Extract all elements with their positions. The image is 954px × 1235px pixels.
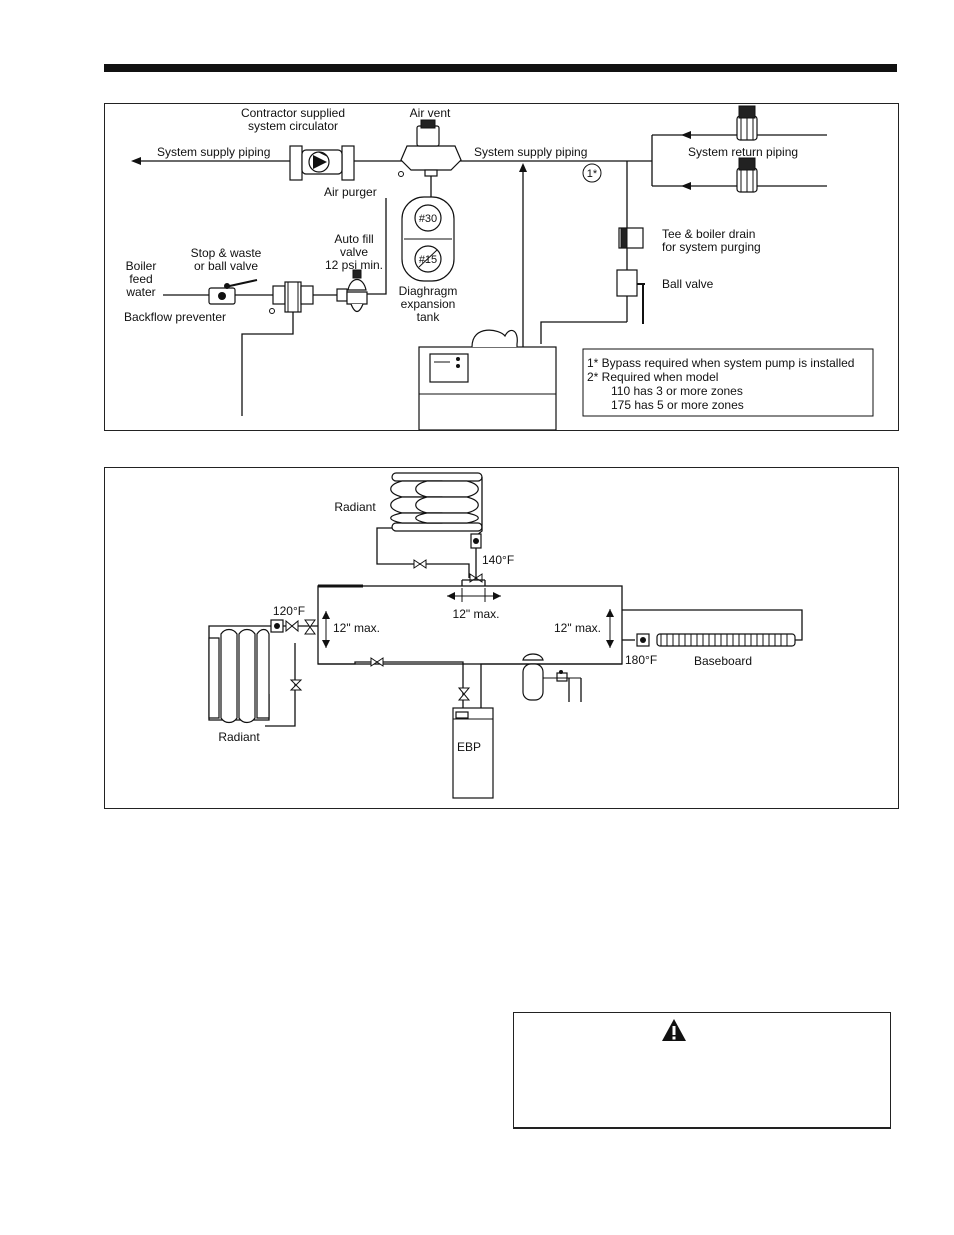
- zone-valve-upper-icon: [736, 105, 758, 141]
- note-line-4: 175 has 5 or more zones: [611, 398, 744, 412]
- stop-waste-valve-icon: [208, 279, 258, 305]
- ball-valve-label: Ball valve: [662, 277, 714, 291]
- note-line-1: 1* Bypass required when system pump is i…: [587, 356, 854, 370]
- backflow-label: Backflow preventer: [124, 310, 226, 324]
- auto-fill-label-line1: Auto fill: [334, 232, 373, 246]
- radiant-left-valve-icon: [289, 679, 303, 691]
- auto-fill-label-line3: 12 psi min.: [325, 258, 383, 272]
- warning-box: [513, 1012, 891, 1129]
- air-purger-label: Air purger: [324, 185, 377, 199]
- auto-fill-label-line2: valve: [340, 245, 368, 259]
- zone-valve-lower-icon: [736, 157, 758, 193]
- return-piping-label: System return piping: [688, 145, 798, 159]
- bypass-marker-label: 1*: [587, 168, 598, 180]
- temp-120-label: 120°F: [273, 604, 305, 618]
- supply-left-label: System supply piping: [157, 145, 270, 159]
- baseboard-fin-icon: [656, 633, 796, 647]
- note-line-2: 2* Required when model: [587, 370, 718, 384]
- system-circulator-icon: [289, 145, 355, 181]
- header-rule: [104, 64, 897, 72]
- tank-15-label: #15: [419, 254, 437, 266]
- radiant-left-pump-icon: [270, 619, 284, 633]
- supply-arrow-left: [131, 157, 141, 165]
- supply-mid-label: System supply piping: [474, 145, 587, 159]
- tee-drain-label-line2: for system purging: [662, 240, 761, 254]
- primary-loop: [317, 585, 623, 665]
- tank-label-line3: tank: [417, 310, 441, 324]
- ball-valve-icon: [616, 269, 645, 324]
- radiant-top-coil-icon: [390, 472, 483, 532]
- baseboard-label: Baseboard: [694, 654, 752, 668]
- primary-secondary-diagram: Radiant 140°F 12" max. 120°F 12" max. 12…: [208, 472, 803, 799]
- stop-waste-label-line1: Stop & waste: [191, 246, 262, 260]
- note-line-3: 110 has 3 or more zones: [611, 384, 743, 398]
- radiant-top-valve-icon: [413, 559, 427, 569]
- circulator-label-line2: system circulator: [248, 119, 338, 133]
- tank-label-line2: expansion: [401, 297, 456, 311]
- air-vent-label: Air vent: [410, 106, 451, 120]
- tee-boiler-drain-icon: [618, 227, 644, 249]
- bypass-marker-circle: [582, 163, 602, 183]
- piping-diagram: Contractor supplied system circulator Ai…: [124, 105, 874, 430]
- ebp-label: EBP: [457, 740, 481, 754]
- tee-drain-label-line1: Tee & boiler drain: [662, 227, 755, 241]
- feed-water-label-line3: water: [125, 285, 155, 299]
- temp-180-label: 180°F: [625, 653, 657, 667]
- radiant-left-label: Radiant: [218, 730, 260, 744]
- radiant-top-label: Radiant: [334, 500, 376, 514]
- circulator-label-line1: Contractor supplied: [241, 106, 345, 120]
- expansion-tank-small-icon: [522, 653, 582, 702]
- air-purger-icon: [398, 119, 462, 177]
- feed-water-label-line2: feed: [129, 272, 152, 286]
- boiler-unit: [418, 329, 557, 430]
- baseboard-pump-icon: [636, 633, 650, 647]
- tank-label-line1: Diaghragm: [399, 284, 458, 298]
- max-right-label: 12" max.: [554, 621, 601, 635]
- feed-water-label-line1: Boiler: [126, 259, 157, 273]
- piping-diagram-panel: Contractor supplied system circulator Ai…: [104, 103, 899, 431]
- warning-triangle-icon: [662, 1019, 686, 1041]
- primary-secondary-panel: Radiant 140°F 12" max. 120°F 12" max. 12…: [104, 467, 899, 809]
- max-left-label: 12" max.: [333, 621, 380, 635]
- max-center-label: 12" max.: [453, 607, 500, 621]
- radiant-top-pump-icon: [470, 533, 482, 549]
- radiant-left-coil-icon: [208, 628, 270, 724]
- notes-box: [582, 348, 874, 417]
- auto-fill-valve-icon: [336, 269, 368, 313]
- stop-waste-label-line2: or ball valve: [194, 259, 258, 273]
- temp-140-label: 140°F: [482, 553, 514, 567]
- backflow-preventer-icon: [272, 281, 314, 313]
- tank-30-label: #30: [419, 213, 437, 225]
- ebp-boiler-unit: [452, 707, 494, 799]
- expansion-tank-icon: [401, 196, 455, 282]
